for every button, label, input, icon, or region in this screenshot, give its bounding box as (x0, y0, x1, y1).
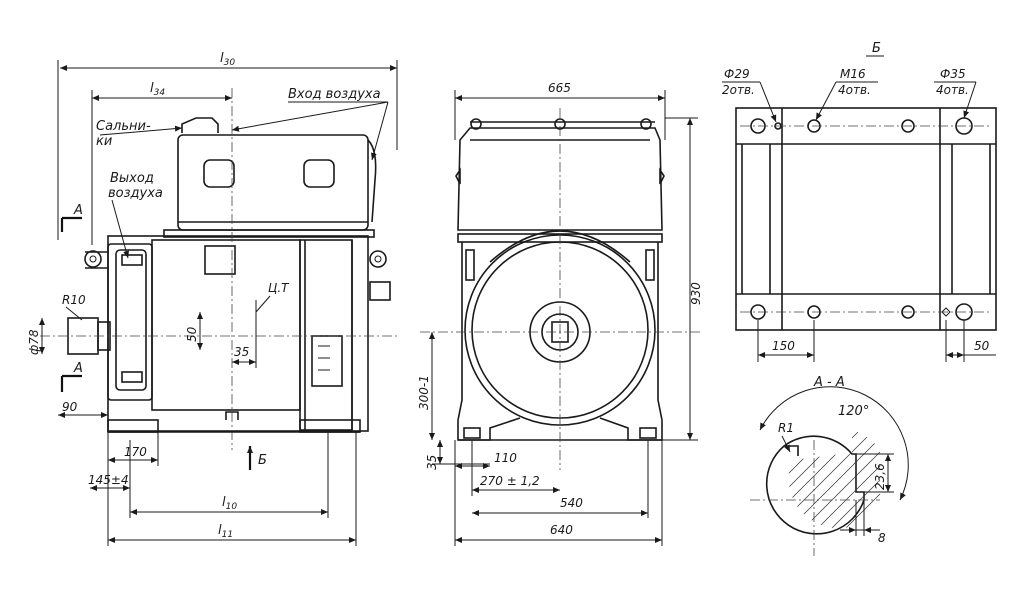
section-dim-23-6-label: 23,6 (873, 463, 887, 490)
overall-length-label: l30 (220, 51, 235, 68)
shaft-diameter-label: ф78 (27, 329, 41, 355)
hole1-dia-label: Ф29 (724, 67, 750, 81)
air-outlet-label-line2: воздуха (108, 186, 163, 201)
section-mark-bottom: А (73, 361, 83, 376)
axis-height-label: 300-1 (417, 375, 431, 410)
section-radius-label: R1 (778, 421, 794, 435)
front-dim-35-label: 35 (425, 455, 439, 470)
front-dim-110-label: 110 (494, 451, 517, 465)
section-view: А - А 120° R1 (750, 375, 909, 556)
shaft-radius-label: R10 (62, 293, 86, 307)
center-of-gravity-label: Ц.Т (268, 281, 290, 295)
glands-label-line2: ки (96, 134, 112, 149)
air-inlet-label: Вход воздуха (288, 87, 381, 102)
l10-label: l10 (222, 495, 237, 512)
section-view-title: А - А (813, 375, 845, 390)
hole1-count-label: 2отв. (722, 83, 755, 97)
plan-dim-50-label: 50 (974, 339, 990, 353)
air-outlet-label-line1: Выход (110, 171, 154, 186)
l11-label: l11 (218, 523, 233, 540)
plan-view: Б Ф29 2отв. М16 4отв. Ф35 4отв (722, 41, 997, 362)
partial-length-label: l34 (150, 81, 165, 98)
glands-label-line1: Сальни- (96, 119, 151, 134)
section-angle-label: 120° (838, 404, 869, 419)
section-dim-8-label: 8 (878, 531, 886, 545)
dim-170-label: 170 (124, 445, 147, 459)
side-view: l30 l34 Вход воздуха Сальни- ки Выход во… (27, 51, 400, 546)
front-dim-270-label: 270 ± 1,2 (480, 474, 540, 488)
plan-view-title: Б (872, 41, 881, 56)
section-hatch (788, 430, 881, 529)
dim-50-label: 50 (185, 326, 199, 342)
dim-90-label: 90 (62, 400, 78, 414)
front-dim-540-label: 540 (560, 496, 583, 510)
hole2-thread-label: М16 (840, 67, 866, 81)
front-view: 665 930 300-1 (417, 81, 703, 546)
dim-35-label: 35 (234, 345, 249, 359)
front-dim-640-label: 640 (550, 523, 573, 537)
front-width-top-label: 665 (548, 81, 571, 95)
section-mark-top: А (73, 203, 83, 218)
view-arrow-label: Б (258, 453, 267, 468)
plan-dim-150-label: 150 (772, 339, 795, 353)
front-height-label: 930 (689, 282, 703, 305)
hole3-count-label: 4отв. (936, 83, 969, 97)
hole2-count-label: 4отв. (838, 83, 871, 97)
hole3-dia-label: Ф35 (940, 67, 966, 81)
